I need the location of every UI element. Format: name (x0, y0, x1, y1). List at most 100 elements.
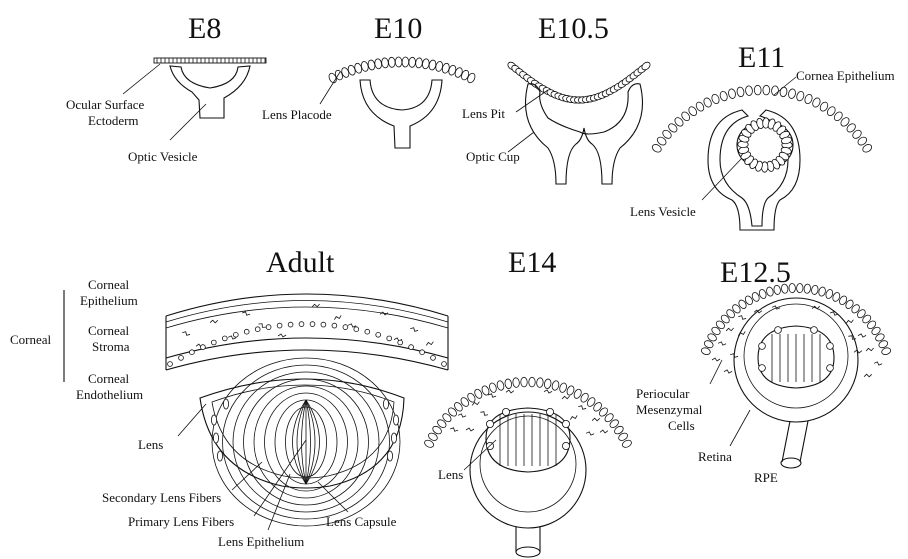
e8-ectoderm-pointer (123, 64, 160, 94)
e12-5-optic-stalk (782, 421, 808, 462)
panel-adult: Adult Corneal Corneal Epithelium Corneal… (10, 246, 448, 549)
e14-lens-epithelial-cell (486, 420, 493, 427)
e8-optic-vesicle (170, 66, 250, 118)
label-lens-capsule: Lens Capsule (326, 514, 397, 529)
stroma-keratocyte (426, 341, 435, 347)
stroma-keratocyte (380, 312, 388, 316)
stroma-keratocyte (210, 319, 218, 323)
e12-5-mesenchymal-cell (738, 315, 747, 321)
e12-5-mesenchymal-cell (866, 347, 875, 352)
endothelium-cell (222, 336, 227, 341)
e10-placode-cell (402, 57, 409, 67)
e12-5-mesenchymal-cell (718, 341, 726, 345)
e12-5-cornea-cell (796, 283, 803, 292)
e10-placode-cells (328, 57, 477, 84)
endothelium-cell (179, 356, 184, 361)
mesenchymal-cell (480, 410, 489, 416)
e14-stalk-end (516, 547, 540, 557)
label-corneal-epi-1: Corneal (88, 277, 130, 292)
e14-cornea-cell (544, 379, 552, 390)
e11-vesicle-cells (738, 118, 793, 173)
e10-placode-cell (428, 59, 436, 70)
lens-epithelial-cell (391, 433, 396, 443)
endothelium-cell (201, 345, 206, 350)
adult-stroma-keratocytes (182, 303, 434, 347)
label-e14-lens: Lens (438, 467, 463, 482)
label-ocular-surface: Ocular Surface (66, 97, 145, 112)
e11-cornea-cell (736, 87, 744, 98)
e14-cornea-cell (551, 380, 560, 391)
label-periocular-3: Cells (668, 418, 695, 433)
endothelium-cell (255, 327, 260, 332)
endothelium-cell (310, 322, 315, 327)
endothelium-cell (420, 350, 425, 355)
e14-lens-fibers (486, 408, 569, 466)
e14-cornea-cell (496, 380, 505, 391)
e14-cornea-cell (521, 377, 528, 387)
mesenchymal-cell (562, 395, 571, 400)
label-corneal-stroma-2: Stroma (92, 339, 130, 354)
label-rpe: RPE (754, 470, 778, 485)
endothelium-cell (343, 325, 348, 330)
e11-cornea-cell (779, 87, 787, 98)
label-secondary-fibers: Secondary Lens Fibers (102, 490, 221, 505)
e14-lens (486, 408, 570, 472)
endothelium-cell (190, 350, 195, 355)
mesenchymal-cell (544, 390, 552, 394)
retina-pointer (730, 410, 750, 446)
endothelium-cell (409, 345, 414, 350)
e12-5-lens-epithelial-cell (827, 343, 834, 350)
endothelium-cell (376, 332, 381, 337)
label-periocular-2: Mesenzymal (636, 402, 703, 417)
e10-optic-vesicle (360, 80, 442, 148)
e12-5-mesenchymal-cell (724, 370, 732, 374)
e11-cornea-cell (711, 93, 721, 104)
e14-lens-epithelial-cell (502, 408, 509, 415)
mesenchymal-cell (586, 431, 594, 435)
e12-5-mesenchymal-cell (846, 319, 855, 325)
adult-cornea-epi-inner2 (166, 307, 448, 328)
endothelium-cell (266, 325, 271, 330)
e14-lens-epithelial-cell (546, 408, 553, 415)
e12-5-lens-fibers (759, 327, 834, 382)
e11-cornea-cell (754, 85, 761, 95)
endothelium-cell (442, 362, 447, 367)
stage-title-e10-5: E10.5 (538, 12, 609, 45)
label-ectoderm: Ectoderm (88, 113, 139, 128)
panel-e14: E14 Lens (423, 246, 632, 557)
mesenchymal-cell (592, 417, 600, 421)
e12-5-cornea-cell (811, 285, 819, 295)
mesenchymal-cell (488, 393, 497, 398)
label-adult-lens: Lens (138, 437, 163, 452)
primary-lens-fiber (302, 400, 307, 484)
stroma-keratocyte (242, 311, 251, 316)
e12-5-mesenchymal-cell (858, 334, 866, 338)
e8-vesicle-pointer (170, 104, 206, 140)
mesenchymal-cell (450, 427, 459, 432)
e10-placode-cell (409, 57, 416, 67)
e11-cornea-cell (763, 85, 770, 95)
mesenchymal-cell (458, 413, 466, 417)
e12-5-cornea-cell (789, 283, 796, 292)
lens-epithelial-cell (213, 433, 218, 443)
adult-lens-pointer (178, 404, 206, 436)
panel-e11: E11 Cornea Epithelium Lens Vesicle (630, 41, 895, 230)
e12-5-stalk-end (781, 458, 801, 468)
stroma-keratocyte (410, 327, 419, 333)
adult-cornea-epi-inner (166, 301, 448, 323)
label-corneal: Corneal (10, 332, 52, 347)
e14-cornea-cell (529, 377, 536, 387)
label-periocular-1: Periocular (636, 386, 690, 401)
stage-title-e10: E10 (374, 12, 422, 45)
lens-epithelial-cell (383, 399, 388, 409)
endothelium-cell (354, 327, 359, 332)
label-corneal-endo-2: Endothelium (76, 387, 143, 402)
panel-e10-5: E10.5 Lens Pit Optic Cup (462, 12, 652, 184)
e10-placode-cell (367, 59, 375, 70)
e14-cornea-cell (559, 382, 568, 393)
endothelium-cell (211, 340, 216, 345)
e12-5-mesenchymal-cell (874, 361, 882, 365)
label-corneal-endo-1: Corneal (88, 371, 130, 386)
label-optic-cup: Optic Cup (466, 149, 520, 164)
